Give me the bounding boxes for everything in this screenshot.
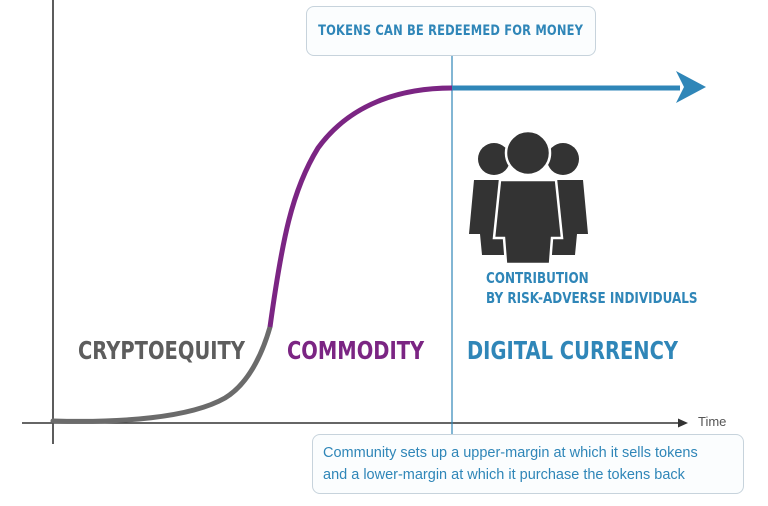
people-group-icon xyxy=(469,129,588,266)
contribution-line-1: CONTRIBUTION xyxy=(486,269,589,287)
phase-label-cryptoequity: CRYPTOEQUITY xyxy=(78,336,245,365)
phase-label-commodity: COMMODITY xyxy=(287,336,425,365)
curve-segment-cryptoequity xyxy=(50,324,273,424)
bottom-callout: Community sets up a upper-margin at whic… xyxy=(312,434,744,494)
x-axis-arrowhead xyxy=(678,418,688,428)
phase-label-digital-currency: DIGITAL CURRENCY xyxy=(467,336,679,365)
bottom-callout-line-1: Community sets up a upper-margin at whic… xyxy=(323,445,698,461)
bottom-callout-line-2: and a lower-margin at which it purchase … xyxy=(323,467,685,483)
contribution-label: CONTRIBUTION BY RISK-ADVERSE INDIVIDUALS xyxy=(486,268,698,308)
top-callout-text: TOKENS CAN BE REDEEMED FOR MONEY xyxy=(318,23,584,39)
curve-segment-commodity xyxy=(267,85,453,328)
x-axis-label: Time xyxy=(698,414,727,429)
contribution-line-2: BY RISK-ADVERSE INDIVIDUALS xyxy=(486,289,698,307)
digital-currency-arrowhead xyxy=(676,71,706,103)
top-callout: TOKENS CAN BE REDEEMED FOR MONEY xyxy=(306,6,596,56)
